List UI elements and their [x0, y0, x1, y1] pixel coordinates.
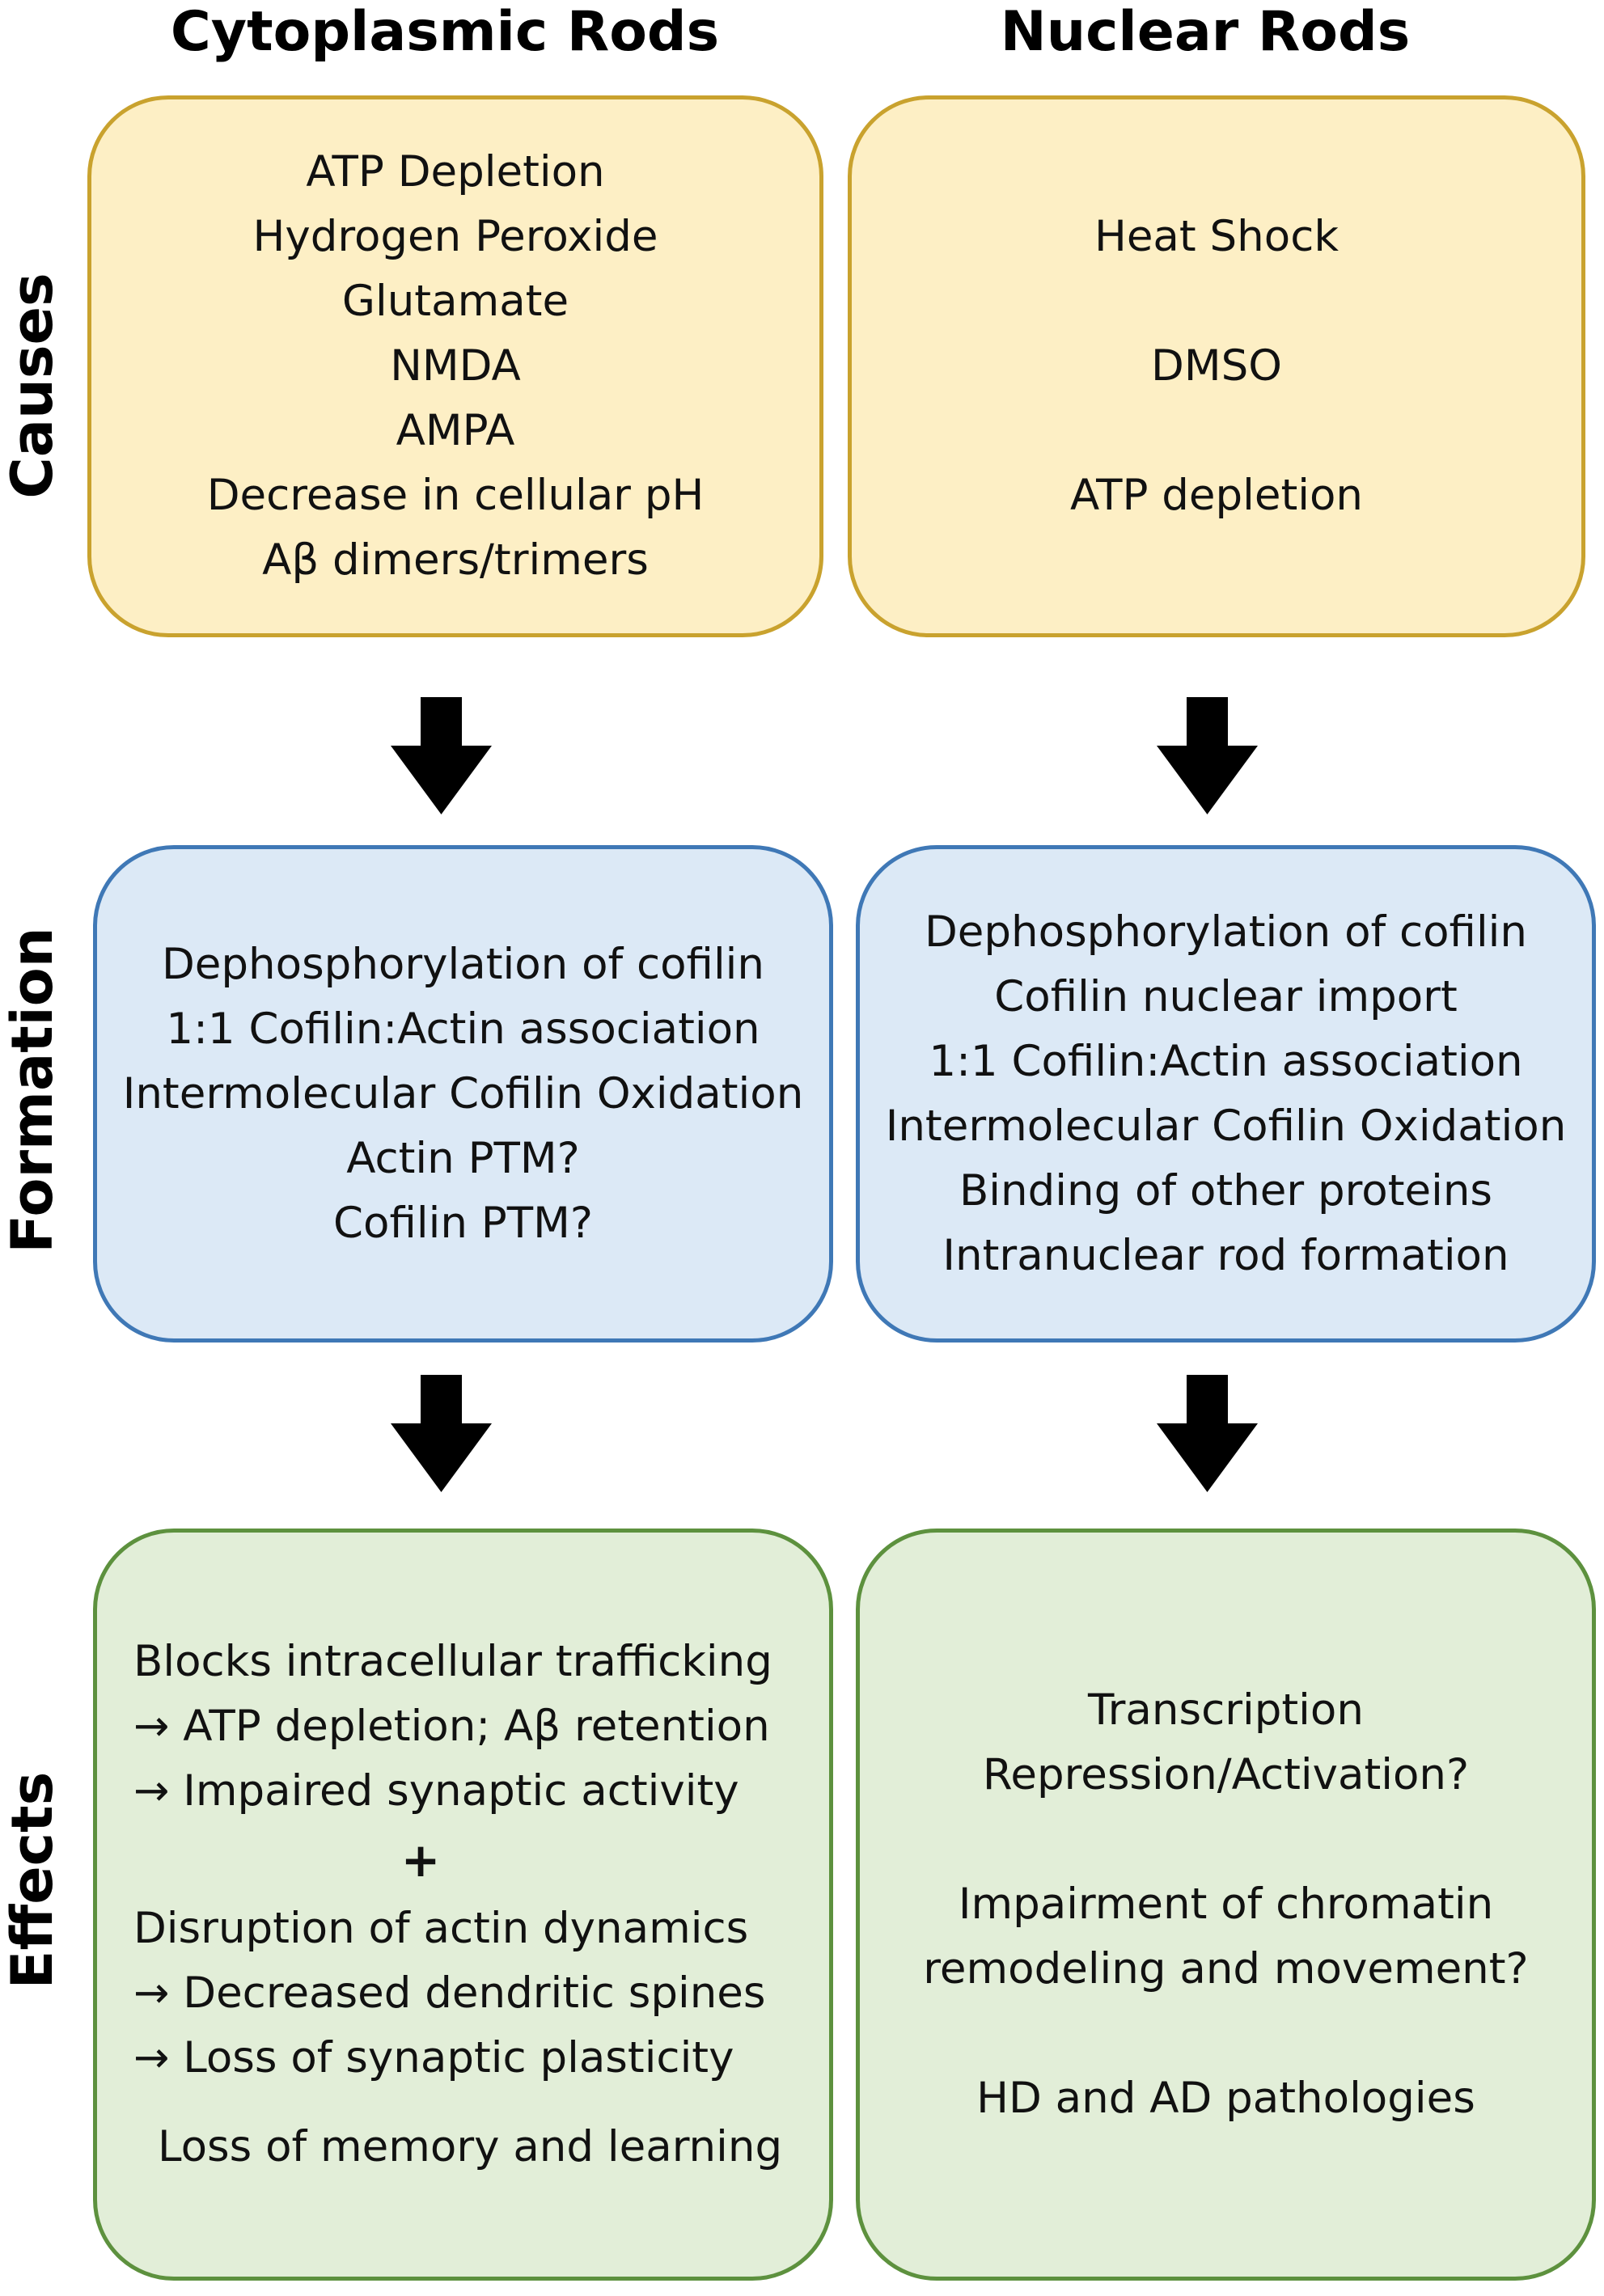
row-label-effects-text: Effects [0, 1771, 66, 1989]
cause-item: Glutamate [341, 277, 569, 326]
cause-item: ATP depletion [1069, 471, 1364, 520]
down-arrow-icon [391, 1375, 492, 1492]
cause-item: Heat Shock [1094, 212, 1339, 261]
column-title-cytoplasmic: Cytoplasmic Rods [170, 0, 720, 64]
cause-item: Hydrogen Peroxide [252, 212, 658, 261]
plus-sign: + [400, 1833, 441, 1888]
cause-item: DMSO [1151, 341, 1282, 391]
down-arrow-icon [391, 697, 492, 814]
cause-item: NMDA [390, 341, 521, 391]
formation-item: Cofilin nuclear import [994, 971, 1458, 1021]
cause-item: Decrease in cellular pH [206, 471, 705, 520]
formation-cytoplasmic-box: Dephosphorylation of cofilin 1:1 Cofilin… [93, 845, 833, 1343]
effect-item: Repression/Activation? [982, 1750, 1470, 1799]
effect-item: Impairment of chromatin [958, 1880, 1494, 1929]
formation-item: Intermolecular Cofilin Oxidation [122, 1068, 804, 1118]
down-arrow-icon [1157, 1375, 1258, 1492]
row-label-formation-text: Formation [0, 927, 66, 1254]
effect-item: → ATP depletion; Aβ retention [133, 1702, 770, 1751]
effects-cytoplasmic-box: Blocks intracellular trafficking → ATP d… [93, 1529, 833, 2281]
formation-item: 1:1 Cofilin:Actin association [929, 1036, 1523, 1086]
effect-item: Disruption of actin dynamics [133, 1904, 749, 1953]
formation-item: Actin PTM? [346, 1133, 580, 1183]
effect-item: Blocks intracellular trafficking [133, 1637, 772, 1686]
column-title-nuclear: Nuclear Rods [1000, 0, 1411, 64]
formation-item: Dephosphorylation of cofilin [161, 939, 764, 989]
effect-item: HD and AD pathologies [976, 2074, 1475, 2123]
effect-item: Loss of memory and learning [158, 2122, 783, 2171]
formation-item: Binding of other proteins [959, 1165, 1493, 1216]
effect-item: → Impaired synaptic activity [133, 1766, 739, 1816]
cause-item: ATP Depletion [306, 147, 605, 197]
row-label-causes-text: Causes [0, 273, 66, 499]
effect-item: → Decreased dendritic spines [133, 1968, 766, 2018]
cause-item: AMPA [396, 406, 515, 455]
effect-item: remodeling and movement? [923, 1944, 1529, 1994]
formation-item: Dephosphorylation of cofilin [924, 907, 1527, 957]
formation-item: Cofilin PTM? [333, 1198, 593, 1248]
formation-nuclear-box: Dephosphorylation of cofilin Cofilin nuc… [856, 845, 1596, 1343]
effect-item: → Loss of synaptic plasticity [133, 2033, 734, 2082]
effects-nuclear-box: Transcription Repression/Activation? Imp… [856, 1529, 1596, 2281]
effect-item: Transcription [1088, 1685, 1364, 1735]
formation-item: 1:1 Cofilin:Actin association [166, 1004, 760, 1054]
causes-cytoplasmic-box: ATP Depletion Hydrogen Peroxide Glutamat… [87, 95, 823, 637]
formation-item: Intermolecular Cofilin Oxidation [885, 1101, 1567, 1151]
cause-item: Aβ dimers/trimers [262, 535, 649, 585]
causes-nuclear-box: Heat Shock DMSO ATP depletion [848, 95, 1585, 637]
down-arrow-icon [1157, 697, 1258, 814]
formation-item: Intranuclear rod formation [942, 1230, 1509, 1280]
